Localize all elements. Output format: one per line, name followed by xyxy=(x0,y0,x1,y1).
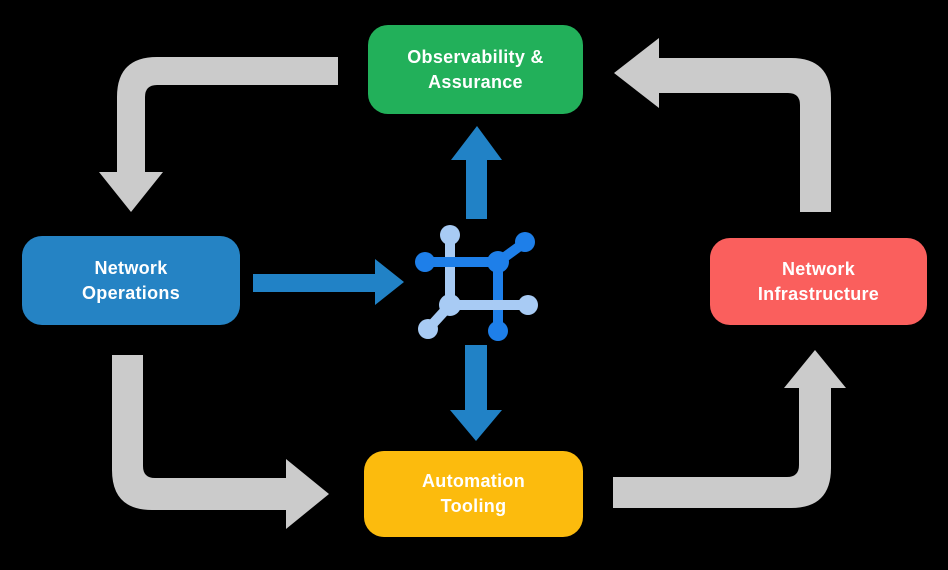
arrow-infrastructure-to-observability xyxy=(614,38,831,212)
arrow-operations-to-center xyxy=(253,259,404,305)
arrow-operations-to-automation xyxy=(112,355,329,529)
node-infrastructure-label-line2: Infrastructure xyxy=(757,283,880,304)
node-observability-label-line1: Observability & xyxy=(407,46,544,67)
mesh-dark-left-node xyxy=(415,252,435,272)
node-automation-label-line2: Tooling xyxy=(440,496,507,516)
node-operations-label-line1: Network xyxy=(94,257,168,278)
mesh-dark-diagonal-node xyxy=(515,232,535,252)
arrow-observability-to-operations xyxy=(99,57,338,212)
mesh-light-right-node xyxy=(518,295,538,315)
node-network-infrastructure: Network Infrastructure xyxy=(710,238,927,325)
node-observability-assurance: Observability & Assurance xyxy=(368,25,583,114)
node-observability-label-line2: Assurance xyxy=(428,71,523,92)
mesh-light-diagonal-node xyxy=(418,319,438,339)
mesh-dark-bottom-node xyxy=(488,321,508,341)
node-automation-tooling: Automation Tooling xyxy=(364,451,583,537)
arrow-automation-to-infrastructure xyxy=(613,350,846,508)
node-automation-label-line1: Automation xyxy=(422,471,525,491)
arrow-center-to-automation xyxy=(450,345,502,441)
node-network-operations: Network Operations xyxy=(22,236,240,325)
mesh-light-corner-node xyxy=(439,294,461,316)
node-operations-label-line2: Operations xyxy=(81,282,181,303)
mesh-light-top-node xyxy=(440,225,460,245)
mesh-dark-corner-node xyxy=(487,251,509,273)
node-infrastructure-label-line1: Network xyxy=(781,258,856,279)
arrow-center-to-observability xyxy=(451,126,502,219)
network-mesh-icon xyxy=(415,225,538,341)
